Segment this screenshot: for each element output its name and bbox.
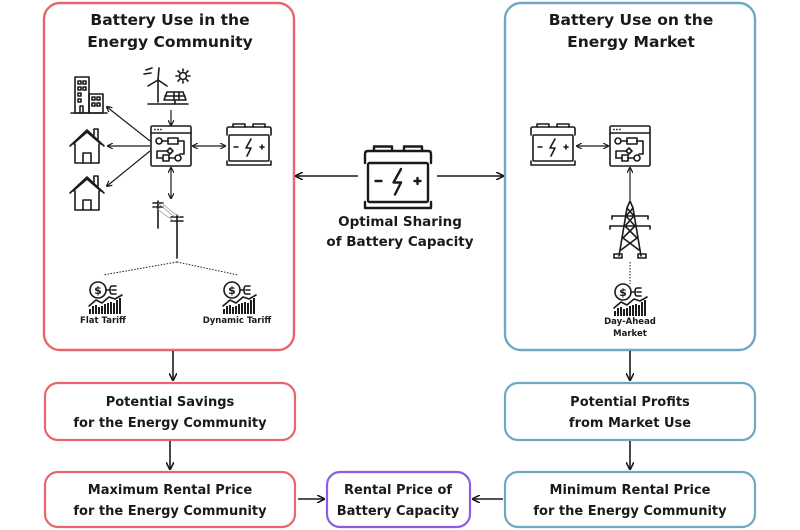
center-label-line2: of Battery Capacity	[326, 234, 473, 250]
community-panel	[42, 1, 296, 352]
tariff-icon	[613, 283, 648, 317]
min-price-box	[503, 470, 757, 529]
dynamic-tariff-label: Dynamic Tariff	[203, 316, 272, 326]
energy-management-system-icon	[150, 125, 192, 167]
community-title-line2: Energy Community	[87, 33, 253, 51]
market-title-line1: Battery Use on the	[549, 11, 714, 29]
rental-price-line1: Rental Price of	[344, 483, 452, 498]
max-price-line2: for the Energy Community	[73, 504, 267, 519]
savings-line2: for the Energy Community	[73, 416, 267, 431]
community-title-line1: Battery Use in the	[90, 11, 249, 29]
market-panel	[503, 1, 757, 352]
profits-line1: Potential Profits	[570, 395, 690, 410]
savings-box	[43, 381, 297, 442]
min-price-line1: Minimum Rental Price	[550, 483, 711, 498]
wind-solar-generation-icon	[143, 67, 191, 105]
market-title-line2: Energy Market	[567, 33, 695, 51]
apartment-building-icon	[70, 76, 108, 114]
house-icon	[69, 128, 105, 164]
center-label-line1: Optimal Sharing	[338, 214, 462, 230]
min-price-line2: for the Energy Community	[533, 504, 727, 519]
transmission-tower-icon	[609, 200, 651, 259]
max-price-line1: Maximum Rental Price	[88, 483, 253, 498]
max-price-box	[43, 470, 297, 529]
battery-icon	[530, 123, 576, 166]
rental-price-line2: Battery Capacity	[337, 504, 460, 519]
savings-line1: Potential Savings	[106, 395, 235, 410]
power-pole-icon	[152, 200, 184, 259]
dotted-tariff-connector	[102, 261, 239, 276]
profits-box	[503, 381, 757, 442]
rental-price-box	[325, 470, 472, 529]
energy-management-system-icon	[609, 125, 651, 167]
day-ahead-label-line1: Day-Ahead	[604, 317, 656, 327]
day-ahead-label-line2: Market	[613, 329, 647, 339]
center-battery-icon	[363, 145, 433, 210]
flat-tariff-label: Flat Tariff	[80, 316, 126, 326]
battery-icon	[226, 123, 272, 166]
house-icon	[69, 175, 105, 211]
arrow-ems-to-house2	[107, 150, 151, 186]
arrow-ems-to-building	[107, 107, 151, 142]
tariff-icon	[222, 281, 257, 315]
tariff-icon	[88, 281, 123, 315]
profits-line2: from Market Use	[569, 416, 691, 431]
